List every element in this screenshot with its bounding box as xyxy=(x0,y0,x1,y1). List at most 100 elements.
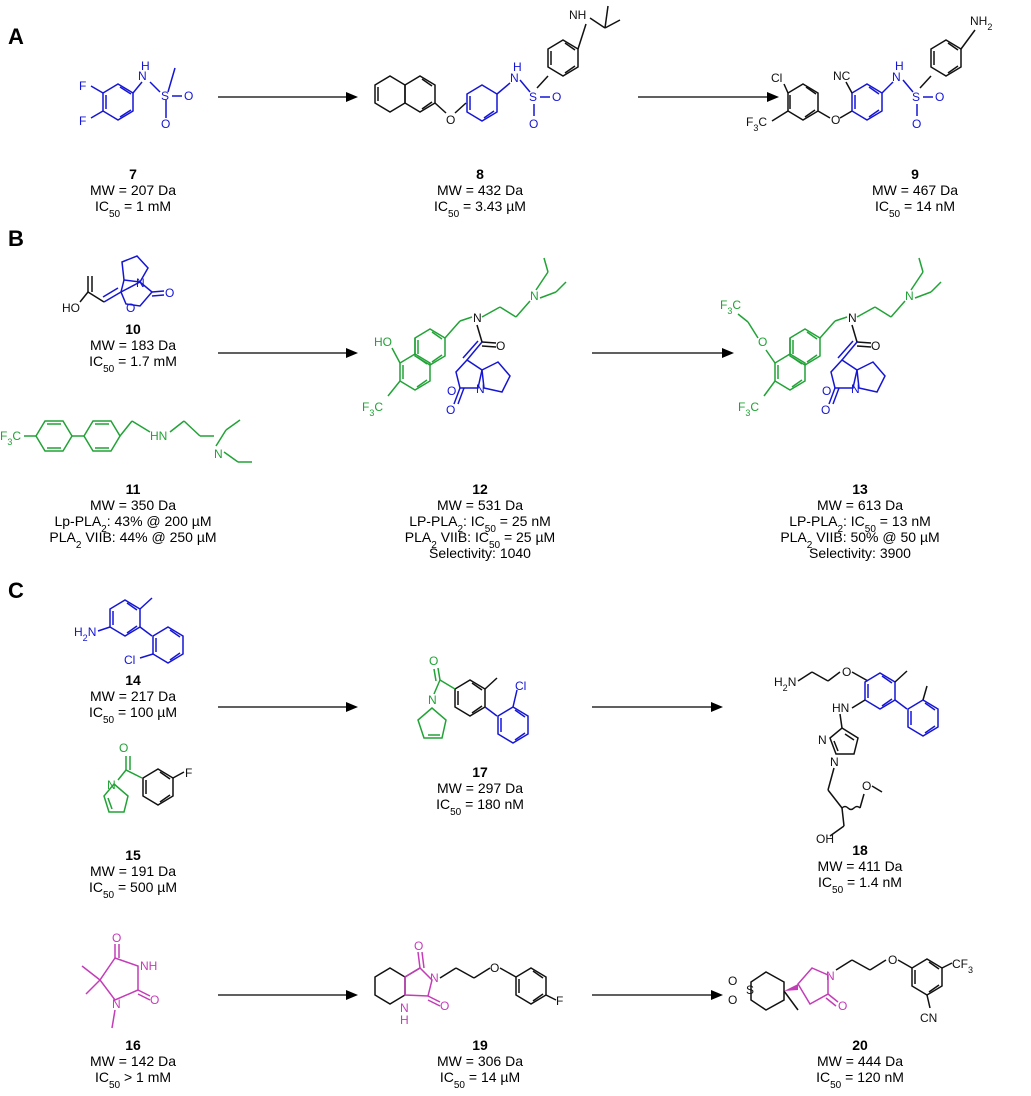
atom-n: N xyxy=(530,289,539,303)
structure-18: H2N O HN N N OH O xyxy=(774,665,939,846)
atom-h2n: H2N xyxy=(774,675,796,693)
compound-number: 12 xyxy=(472,481,488,497)
compound-number: 19 xyxy=(472,1037,488,1053)
structure-10: N O O HO xyxy=(62,255,174,315)
atom-nh2: NH2 xyxy=(970,14,992,32)
arrow-14-to-17 xyxy=(218,702,358,712)
arrow-8-to-9 xyxy=(638,92,779,102)
atom-o: O xyxy=(184,89,193,103)
atom-o: O xyxy=(414,939,423,953)
atom-o: O xyxy=(838,999,847,1013)
arrow-19-to-20 xyxy=(592,990,723,1000)
atom-cl: Cl xyxy=(515,679,526,693)
compound-property: MW = 467 Da xyxy=(872,182,958,198)
atom-n: N xyxy=(848,311,857,325)
structure-20: S O O N O O CF3 CN xyxy=(728,953,973,1025)
atom-h: H xyxy=(895,59,904,73)
compound-number: 10 xyxy=(125,321,141,337)
compound-property: IC50 = 14 µM xyxy=(440,1069,520,1091)
atom-s: S xyxy=(912,90,920,104)
compound-number: 9 xyxy=(911,166,919,182)
atom-n: N xyxy=(428,693,437,707)
compound-property: IC50 = 1.4 nM xyxy=(818,874,902,896)
arrow-10-to-12 xyxy=(218,348,358,358)
atom-n: N xyxy=(476,382,485,396)
atom-n: N xyxy=(818,733,827,747)
reaction-arrows xyxy=(218,92,779,1000)
compound-number: 8 xyxy=(476,166,484,182)
atom-o: O xyxy=(831,113,840,127)
atom-n: N xyxy=(136,276,145,290)
atom-o: O xyxy=(440,999,449,1013)
compound-property: MW = 297 Da xyxy=(437,780,523,796)
atom-o: O xyxy=(429,654,438,668)
atom-s: S xyxy=(746,983,754,997)
compound-property: IC50 = 180 nM xyxy=(436,796,524,818)
compound-property: MW = 306 Da xyxy=(437,1053,523,1069)
compound-property: MW = 207 Da xyxy=(90,182,176,198)
compound-property: MW = 142 Da xyxy=(90,1053,176,1069)
atom-o: O xyxy=(862,779,871,793)
atom-o: O xyxy=(446,113,455,127)
compound-property: Selectivity: 3900 xyxy=(809,545,911,561)
atom-s: S xyxy=(529,90,537,104)
compound-property: MW = 191 Da xyxy=(90,863,176,879)
structure-7: F F N H S O O xyxy=(79,59,193,131)
atom-f: F xyxy=(556,994,563,1008)
atom-n: N xyxy=(214,447,223,461)
atom-o: O xyxy=(552,90,561,104)
atom-f3c: F3C xyxy=(362,400,383,418)
atom-nh: N xyxy=(892,70,901,84)
structure-14: H2N Cl xyxy=(74,597,184,667)
atom-f: F xyxy=(79,79,86,93)
atom-n: N xyxy=(826,969,835,983)
atom-nh: NH xyxy=(140,959,157,973)
atom-nh: N xyxy=(510,71,519,85)
compound-number: 13 xyxy=(852,481,868,497)
compound-property: MW = 444 Da xyxy=(817,1053,903,1069)
compound-number: 20 xyxy=(852,1037,868,1053)
atom-n: N xyxy=(112,997,121,1011)
atom-o: O xyxy=(822,384,831,398)
atom-cl: Cl xyxy=(124,653,135,667)
arrow-17-to-18 xyxy=(592,702,723,712)
atom-f: F xyxy=(79,114,86,128)
compound-number: 14 xyxy=(125,672,141,688)
compound-number: 11 xyxy=(126,481,141,497)
compound-property: MW = 217 Da xyxy=(90,688,176,704)
compound-property: MW = 432 Da xyxy=(437,182,523,198)
atom-o: O xyxy=(728,974,737,988)
compound-property: IC50 = 100 µM xyxy=(89,704,177,726)
structure-8: O N H S O O NH xyxy=(374,5,621,131)
atom-f3c: F3C xyxy=(746,115,767,133)
atom-o: O xyxy=(447,384,456,398)
structure-13: O F3C F3C N N O O N O xyxy=(720,257,942,418)
compound-number: 18 xyxy=(852,842,868,858)
compound-number: 15 xyxy=(125,847,141,863)
panel-label-a: A xyxy=(8,24,24,49)
compound-property: IC50 > 1 mM xyxy=(95,1069,171,1091)
atom-ho: HO xyxy=(62,301,80,315)
atom-o: O xyxy=(821,403,830,417)
atom-f3c: F3C xyxy=(720,298,741,316)
atom-o: O xyxy=(758,335,767,349)
compound-property: Selectivity: 1040 xyxy=(429,545,531,561)
atom-o: O xyxy=(935,90,944,104)
atom-o: O xyxy=(112,931,121,945)
atom-o: O xyxy=(529,117,538,131)
panel-label-c: C xyxy=(8,578,24,603)
atom-n: N xyxy=(400,1001,409,1015)
atom-ho: HO xyxy=(374,335,392,349)
